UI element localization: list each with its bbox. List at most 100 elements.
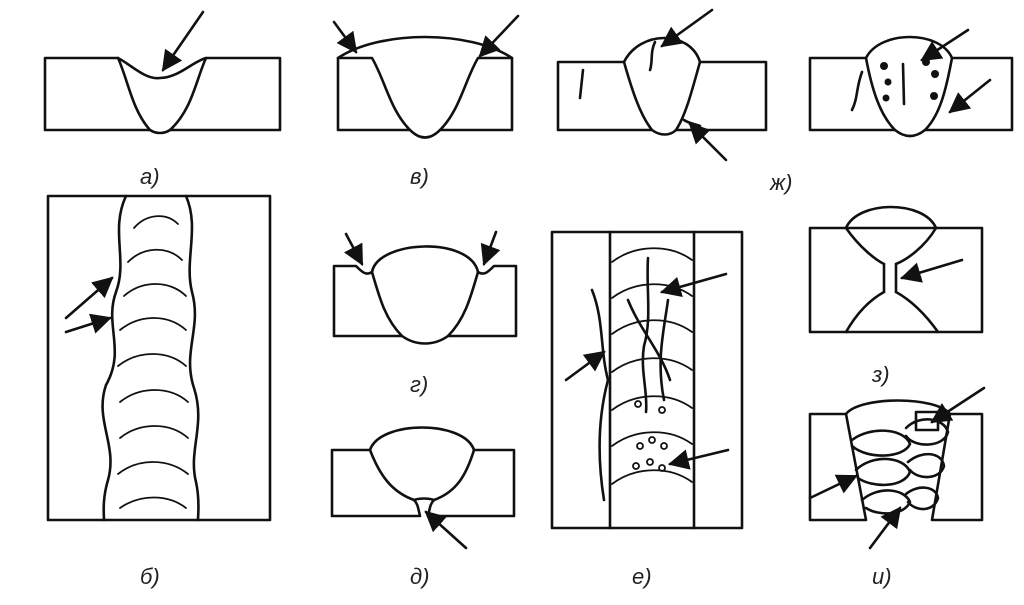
weld-root bbox=[650, 128, 678, 136]
weld-root bbox=[148, 128, 172, 135]
figure-g bbox=[332, 230, 518, 345]
ripple bbox=[611, 431, 693, 447]
crack-line bbox=[850, 70, 864, 112]
defect-arrow-left bbox=[332, 20, 358, 54]
plate-right bbox=[438, 56, 514, 132]
pore bbox=[660, 442, 668, 450]
figure-i bbox=[808, 386, 986, 550]
pore bbox=[634, 400, 642, 408]
pass bbox=[906, 452, 946, 479]
ripple bbox=[611, 283, 693, 299]
plate-outline bbox=[808, 226, 984, 334]
pass bbox=[904, 418, 950, 446]
ripple bbox=[611, 319, 693, 335]
ripple bbox=[123, 283, 187, 297]
plate-right bbox=[930, 412, 984, 522]
ripple bbox=[117, 461, 189, 475]
label-i: и) bbox=[872, 564, 892, 589]
weld-crown bbox=[864, 35, 954, 60]
defect-arrow-bottom bbox=[868, 506, 902, 550]
figure-z bbox=[808, 205, 984, 334]
weld-crown bbox=[622, 36, 702, 64]
weld-edge-right bbox=[184, 194, 200, 522]
weld-edge-left bbox=[101, 194, 128, 522]
defect-arrow-left bbox=[344, 232, 364, 266]
weld-crown bbox=[336, 35, 514, 60]
pass bbox=[904, 486, 940, 511]
defect-arrow bbox=[161, 10, 205, 72]
defect-arrow-fusion bbox=[564, 350, 606, 382]
ripple bbox=[127, 248, 183, 263]
pore bbox=[636, 442, 644, 450]
label-g: г) bbox=[410, 372, 428, 397]
pore bbox=[882, 94, 890, 102]
defect-arrow-side bbox=[808, 474, 858, 500]
pass bbox=[860, 489, 912, 515]
pore bbox=[658, 464, 666, 472]
crack-branch bbox=[626, 298, 672, 382]
weld-root bbox=[893, 128, 927, 138]
pass bbox=[854, 457, 912, 487]
label-z: з) bbox=[871, 362, 890, 387]
defect-arrow bbox=[424, 510, 468, 550]
ripple bbox=[133, 215, 179, 229]
pore bbox=[931, 70, 939, 78]
ripple bbox=[119, 496, 187, 509]
defect-arrow-top bbox=[930, 386, 986, 424]
defect-arrow-side bbox=[948, 78, 992, 114]
crack-base-metal bbox=[578, 68, 585, 100]
label-e: е) bbox=[632, 564, 652, 589]
defect-arrow-lower bbox=[64, 313, 112, 334]
weld-flank bbox=[894, 226, 938, 266]
weld-root-gap bbox=[412, 497, 436, 502]
label-zh: ж) bbox=[769, 170, 792, 195]
plate-left bbox=[336, 56, 412, 132]
defect-arrow-right bbox=[480, 230, 501, 266]
weld-root bbox=[400, 334, 450, 345]
pass bbox=[850, 429, 912, 457]
defect-arrow-top bbox=[660, 8, 714, 48]
plate-left bbox=[808, 412, 868, 522]
ripple bbox=[117, 353, 187, 367]
defect-arrow-crack bbox=[659, 272, 728, 297]
plate-left bbox=[556, 60, 654, 132]
weld-flank bbox=[844, 226, 886, 266]
plate-right bbox=[923, 56, 1014, 132]
figure-d bbox=[330, 426, 516, 550]
crack-branch bbox=[659, 298, 670, 402]
weld-crown-top bbox=[844, 205, 938, 230]
figure-e bbox=[550, 230, 744, 530]
pore bbox=[658, 406, 666, 414]
weld-crown bbox=[370, 245, 480, 274]
plate-left bbox=[330, 448, 422, 518]
slag-inclusion bbox=[901, 62, 906, 106]
ripple bbox=[119, 317, 187, 331]
label-b: б) bbox=[140, 564, 160, 589]
figure-b bbox=[46, 194, 272, 522]
weld-flank bbox=[844, 290, 886, 334]
defect-arrow-top bbox=[920, 28, 970, 62]
pore bbox=[930, 92, 938, 100]
plate-right bbox=[446, 264, 518, 338]
weld-flank bbox=[894, 290, 940, 334]
ripple bbox=[611, 469, 693, 485]
figure-v bbox=[332, 14, 520, 139]
pore bbox=[880, 62, 888, 70]
pore bbox=[646, 458, 654, 466]
plate-outline bbox=[550, 230, 744, 530]
plate-outline bbox=[46, 194, 272, 522]
weld-root bbox=[408, 128, 442, 139]
ripple bbox=[119, 389, 189, 403]
ripple bbox=[119, 425, 189, 439]
crack-fusion-line bbox=[590, 288, 610, 502]
defect-arrow-right bbox=[478, 14, 520, 58]
pore bbox=[648, 436, 656, 444]
plate-right bbox=[674, 60, 768, 132]
pore bbox=[884, 78, 892, 86]
longitudinal-crack bbox=[641, 256, 650, 414]
crack-weld bbox=[648, 40, 657, 72]
defect-arrow-upper bbox=[64, 276, 114, 320]
label-d: д) bbox=[410, 564, 430, 589]
figure-porosity bbox=[808, 28, 1014, 138]
